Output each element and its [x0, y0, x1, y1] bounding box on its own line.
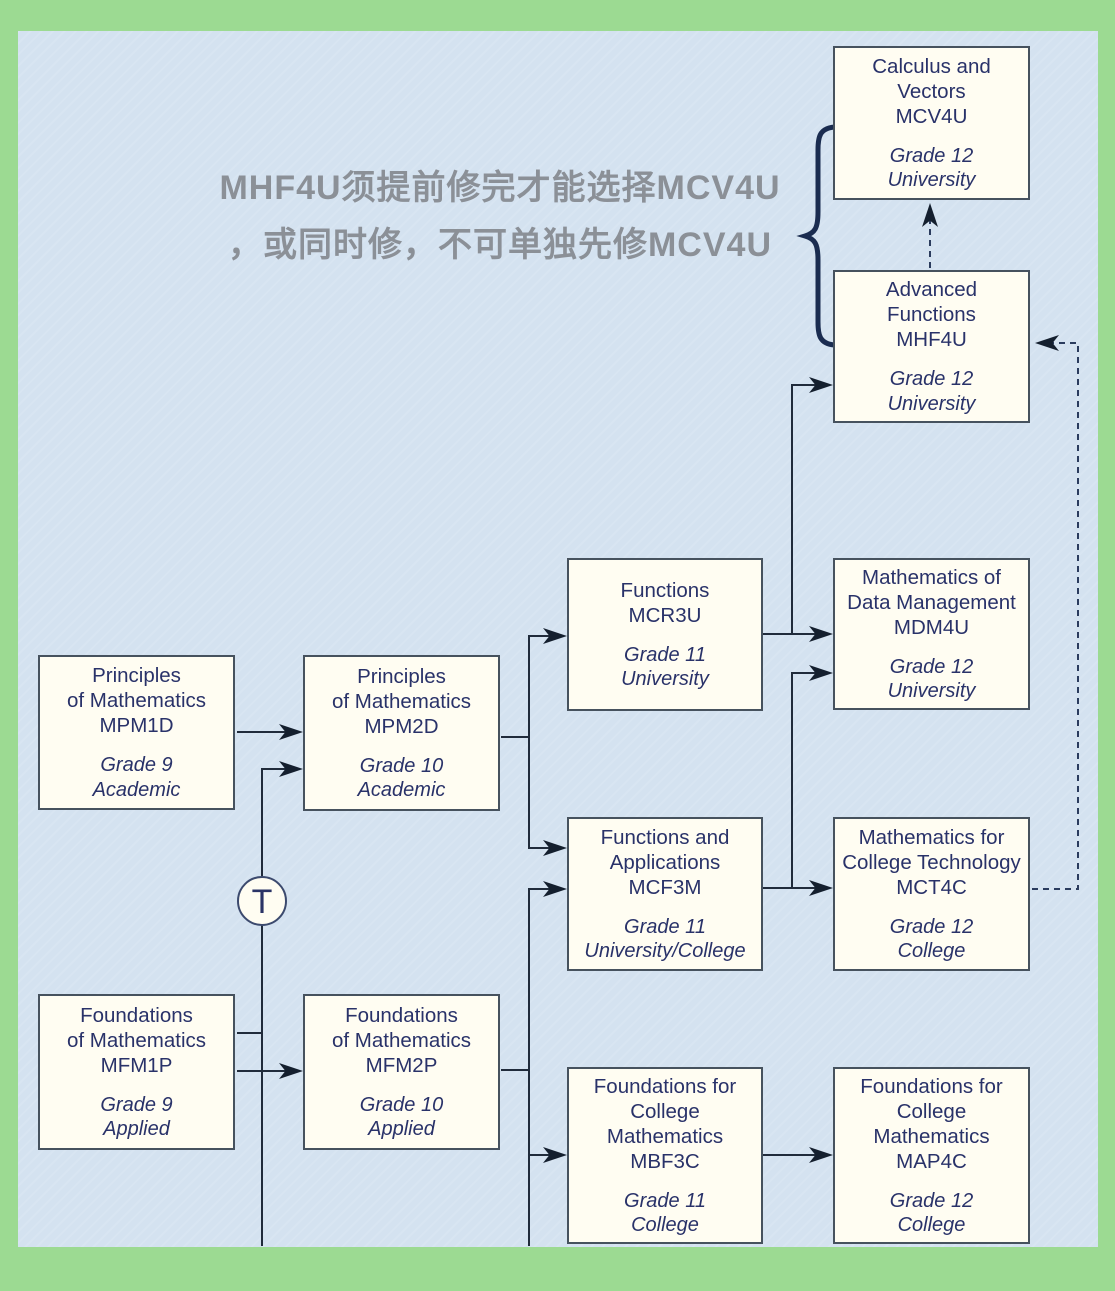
edge-mpm2d-to-mcr3u — [528, 628, 567, 737]
course-box-mfm2p: Foundations of Mathematics MFM2P Grade 1… — [303, 994, 500, 1150]
edge-mcf3m-to-mdm4u — [791, 665, 833, 888]
course-box-mct4c: Mathematics for College Technology MCT4C… — [833, 817, 1030, 971]
course-grade: Grade 12 University — [887, 144, 976, 191]
course-grade: Grade 12 College — [889, 1189, 974, 1236]
course-grade: Grade 11 University/College — [584, 915, 746, 962]
transfer-node: T — [237, 876, 287, 926]
course-box-mcf3m: Functions and Applications MCF3M Grade 1… — [567, 817, 763, 971]
course-grade: Grade 10 Academic — [357, 754, 446, 801]
course-title: Principles of Mathematics MPM2D — [332, 664, 471, 738]
course-title: Calculus and Vectors MCV4U — [872, 54, 991, 128]
course-box-mfm1p: Foundations of Mathematics MFM1P Grade 9… — [38, 994, 235, 1150]
course-title: Functions MCR3U — [620, 578, 710, 627]
course-box-mpm2d: Principles of Mathematics MPM2D Grade 10… — [303, 655, 500, 811]
course-box-mdm4u: Mathematics of Data Management MDM4U Gra… — [833, 558, 1030, 710]
course-box-mcr3u: Functions MCR3U Grade 11 University — [567, 558, 763, 711]
edge-trunk-to-mcf3m — [528, 881, 567, 1246]
edge-mpm2d-to-mcf3m — [528, 737, 567, 856]
course-grade: Grade 9 Applied — [100, 1093, 173, 1140]
course-grade: Grade 9 Academic — [92, 754, 181, 801]
transfer-node-label: T — [252, 883, 273, 921]
course-grade: Grade 12 University — [887, 655, 976, 702]
course-title: Foundations of Mathematics MFM2P — [332, 1003, 471, 1077]
edge-dashed-mct4c-to-mhf4u — [1032, 335, 1079, 890]
course-box-mbf3c: Foundations for College Mathematics MBF3… — [567, 1067, 763, 1244]
curly-brace — [796, 124, 838, 348]
course-title: Mathematics of Data Management MDM4U — [847, 565, 1016, 639]
course-title: Foundations of Mathematics MFM1P — [67, 1003, 206, 1077]
course-grade: Grade 11 College — [624, 1189, 706, 1236]
course-title: Principles of Mathematics MPM1D — [67, 664, 206, 738]
course-box-mhf4u: Advanced Functions MHF4U Grade 12 Univer… — [833, 270, 1030, 423]
transfer-node-circle — [237, 876, 287, 926]
edge-trunk-t-to-mpm2d — [261, 761, 303, 1246]
course-grade: Grade 10 Applied — [359, 1093, 444, 1140]
annotation-text: MHF4U须提前修完才能选择MCV4U ，或同时修，不可单独先修MCV4U — [219, 169, 781, 264]
course-title: Mathematics for College Technology MCT4C — [842, 825, 1021, 899]
course-title: Foundations for College Mathematics MAP4… — [860, 1074, 1003, 1173]
edge-mcr3u-to-mhf4u — [791, 377, 833, 634]
course-title: Foundations for College Mathematics MBF3… — [593, 1074, 737, 1173]
course-grade: Grade 11 University — [621, 643, 709, 690]
course-grade: Grade 12 College — [889, 915, 974, 962]
course-grade: Grade 12 University — [887, 368, 976, 415]
course-box-mpm1d: Principles of Mathematics MPM1D Grade 9 … — [38, 655, 235, 810]
course-title: Advanced Functions MHF4U — [885, 278, 978, 352]
course-title: Functions and Applications MCF3M — [600, 825, 730, 899]
course-box-mcv4u: Calculus and Vectors MCV4U Grade 12 Univ… — [833, 46, 1030, 200]
course-box-map4c: Foundations for College Mathematics MAP4… — [833, 1067, 1030, 1244]
